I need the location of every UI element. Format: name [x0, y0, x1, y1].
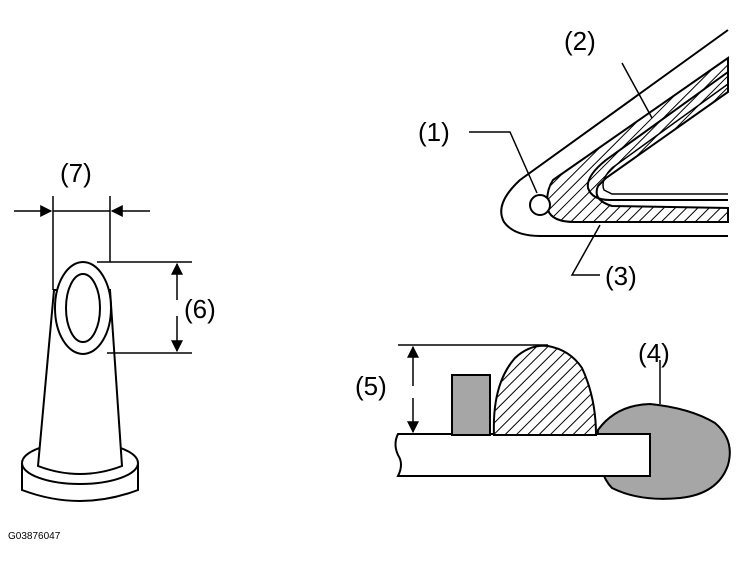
board-solder-joint [394, 344, 731, 500]
label-2: (2) [564, 26, 596, 56]
dimension-height [97, 261, 192, 354]
pin [529, 194, 551, 216]
inner-lead [586, 71, 729, 201]
figure-code: G03876047 [8, 531, 61, 542]
leader-3 [570, 224, 601, 276]
label-3: (3) [605, 261, 637, 291]
leader-1 [469, 131, 538, 194]
pcb [394, 433, 651, 477]
joint-cross-section [469, 29, 729, 276]
leader-2 [621, 62, 653, 119]
soldering-tip: (7) (6) [14, 158, 216, 502]
label-6: (6) [184, 294, 216, 324]
outer-housing [500, 29, 729, 237]
dimension-width [14, 196, 150, 290]
label-1: (1) [418, 117, 450, 147]
solder-dome [492, 344, 598, 436]
label-4: (4) [638, 338, 670, 368]
tip-face [54, 261, 112, 355]
label-7: (7) [60, 158, 92, 188]
component [451, 374, 491, 436]
label-5: (5) [355, 371, 387, 401]
solder-fillet-hatched [546, 56, 729, 223]
